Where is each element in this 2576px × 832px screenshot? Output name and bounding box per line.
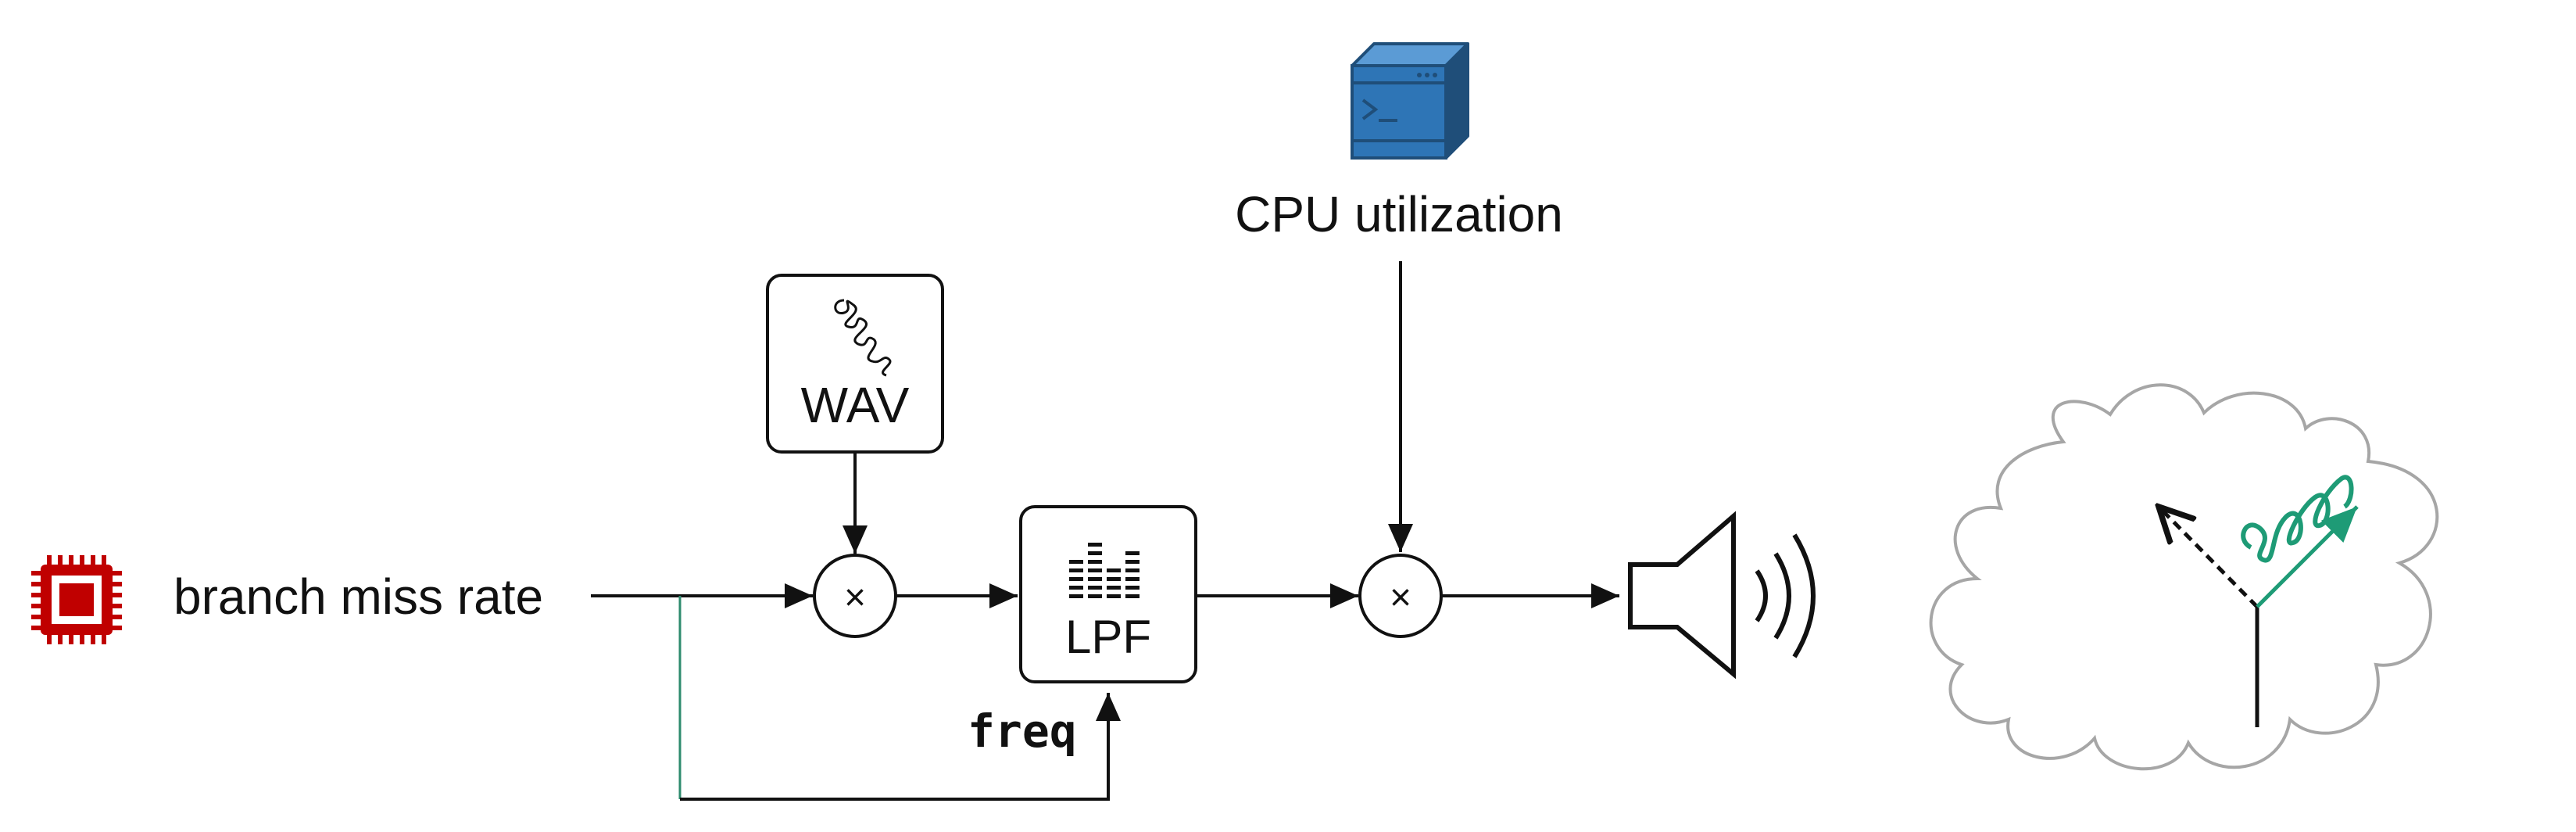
squiggle-waveform-icon bbox=[834, 299, 892, 377]
teal-vector-arrow bbox=[2256, 505, 2359, 608]
cpu-utilization-label: CPU utilization bbox=[1235, 186, 1563, 242]
multiplier-node-1: × bbox=[813, 554, 897, 638]
speaker-icon bbox=[1628, 511, 1816, 680]
multiplier-node-2: × bbox=[1358, 554, 1443, 638]
multiply-symbol-1: × bbox=[844, 577, 866, 619]
server-terminal-icon bbox=[1351, 42, 1469, 160]
multiply-symbol-2: × bbox=[1390, 577, 1411, 619]
feedback-wire-to-lpf bbox=[680, 693, 1121, 801]
equalizer-bars-icon bbox=[1069, 543, 1140, 598]
dashed-vector-arrow bbox=[2159, 507, 2259, 608]
wav-box: WAV bbox=[766, 274, 944, 454]
lpf-label: LPF bbox=[1065, 611, 1151, 663]
branch-miss-rate-label: branch miss rate bbox=[174, 568, 543, 625]
wav-label: WAV bbox=[801, 377, 910, 433]
freq-label: freq bbox=[968, 705, 1077, 758]
lpf-box: LPF bbox=[1019, 505, 1197, 683]
cloud-icon bbox=[1929, 383, 2439, 771]
teal-helix-icon bbox=[2241, 475, 2354, 563]
cpu-chip-icon bbox=[31, 555, 122, 644]
